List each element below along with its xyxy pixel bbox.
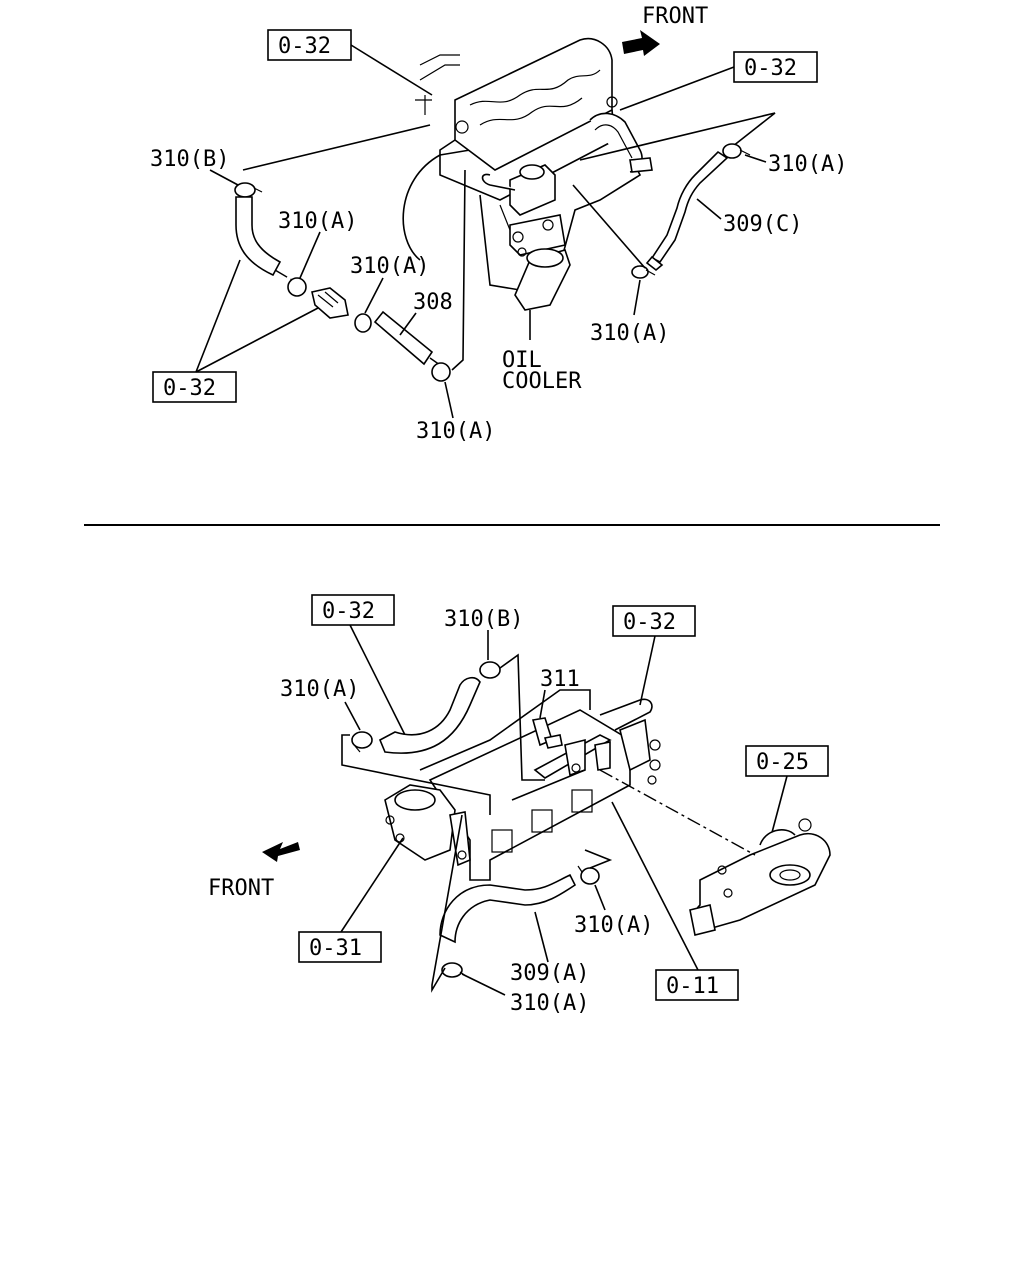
ref-box-0-32-bottom-left[interactable] (311, 594, 395, 626)
label-308: 308 (413, 290, 453, 315)
label-310a-bottom-right: 310(A) (574, 913, 653, 938)
sensor-311 (531, 717, 563, 749)
ref-label-0-32-top-left: 0-32 (278, 34, 331, 59)
manifold-drawing (419, 689, 661, 881)
ref-label-0-25: 0-25 (756, 750, 809, 775)
hose-309c (650, 150, 729, 264)
label-310a-lower-right: 310(A) (590, 321, 669, 346)
label-310a-bottom-upper-left: 310(A) (280, 677, 359, 702)
clamp-310b-top (234, 182, 263, 198)
hose-left-top (235, 196, 282, 277)
clamp-310a-top-2 (354, 313, 372, 333)
hose-309a (439, 873, 577, 944)
label-309a: 309(A) (510, 961, 589, 986)
label-310a-top-right: 310(A) (768, 152, 847, 177)
pipe-fitting-top (311, 287, 349, 319)
clamp-310a-top-right (722, 143, 751, 159)
label-309c: 309(C) (723, 212, 802, 237)
label-311: 311 (540, 667, 580, 692)
front-label: FRONT (642, 4, 708, 29)
clamp-310b-bottom (479, 661, 501, 679)
label-310a-top-1: 310(A) (278, 209, 357, 234)
clamp-310a-lower-right (631, 265, 656, 279)
clamp-310a-top-3 (431, 362, 451, 382)
ref-label-0-32-top-right: 0-32 (744, 56, 797, 81)
front-arrow-icon (622, 30, 660, 56)
oil-cooler-label-line2: COOLER (502, 369, 582, 394)
ref-label-0-32-lower-left: 0-32 (163, 376, 216, 401)
engine-block-drawing (402, 38, 653, 311)
pump-housing (384, 784, 471, 867)
egr-cooler (689, 818, 831, 936)
front-label-bottom: FRONT (208, 876, 274, 901)
ref-box-0-32-top-right[interactable] (733, 51, 818, 83)
label-310a-top-3: 310(A) (416, 419, 495, 444)
clamp-310a-bottom-upper-left (351, 731, 373, 753)
label-310b-bottom: 310(B) (444, 607, 523, 632)
ref-box-0-25[interactable] (745, 745, 829, 777)
bottom-diagram: 311 0-32 310(B) 310(A) 0-32 0-25 (208, 594, 831, 1016)
ref-label-0-32-bottom-left: 0-32 (322, 599, 375, 624)
front-arrow-icon-bottom (262, 842, 300, 862)
top-diagram: FRONT 0-32 0-32 310(A) 309(C) 310(A) (150, 4, 847, 444)
ref-box-0-32-lower-left[interactable] (152, 371, 237, 403)
ref-label-0-32-bottom-right: 0-32 (623, 610, 676, 635)
clamp-310a-top-1 (287, 277, 307, 297)
hose-308 (373, 310, 434, 366)
ref-label-0-31: 0-31 (309, 936, 362, 961)
label-310a-top-2: 310(A) (350, 254, 429, 279)
oil-cooler-label-line1: OIL (502, 348, 542, 373)
ref-label-0-11: 0-11 (666, 974, 719, 999)
hose-upper (378, 676, 481, 754)
label-310a-bottom-low: 310(A) (510, 991, 589, 1016)
ref-box-0-31[interactable] (298, 931, 382, 963)
clamp-310a-bottom-right (577, 865, 600, 885)
label-310b-top: 310(B) (150, 147, 229, 172)
ref-box-0-11[interactable] (655, 969, 739, 1001)
ref-box-0-32-bottom-right[interactable] (612, 605, 696, 637)
